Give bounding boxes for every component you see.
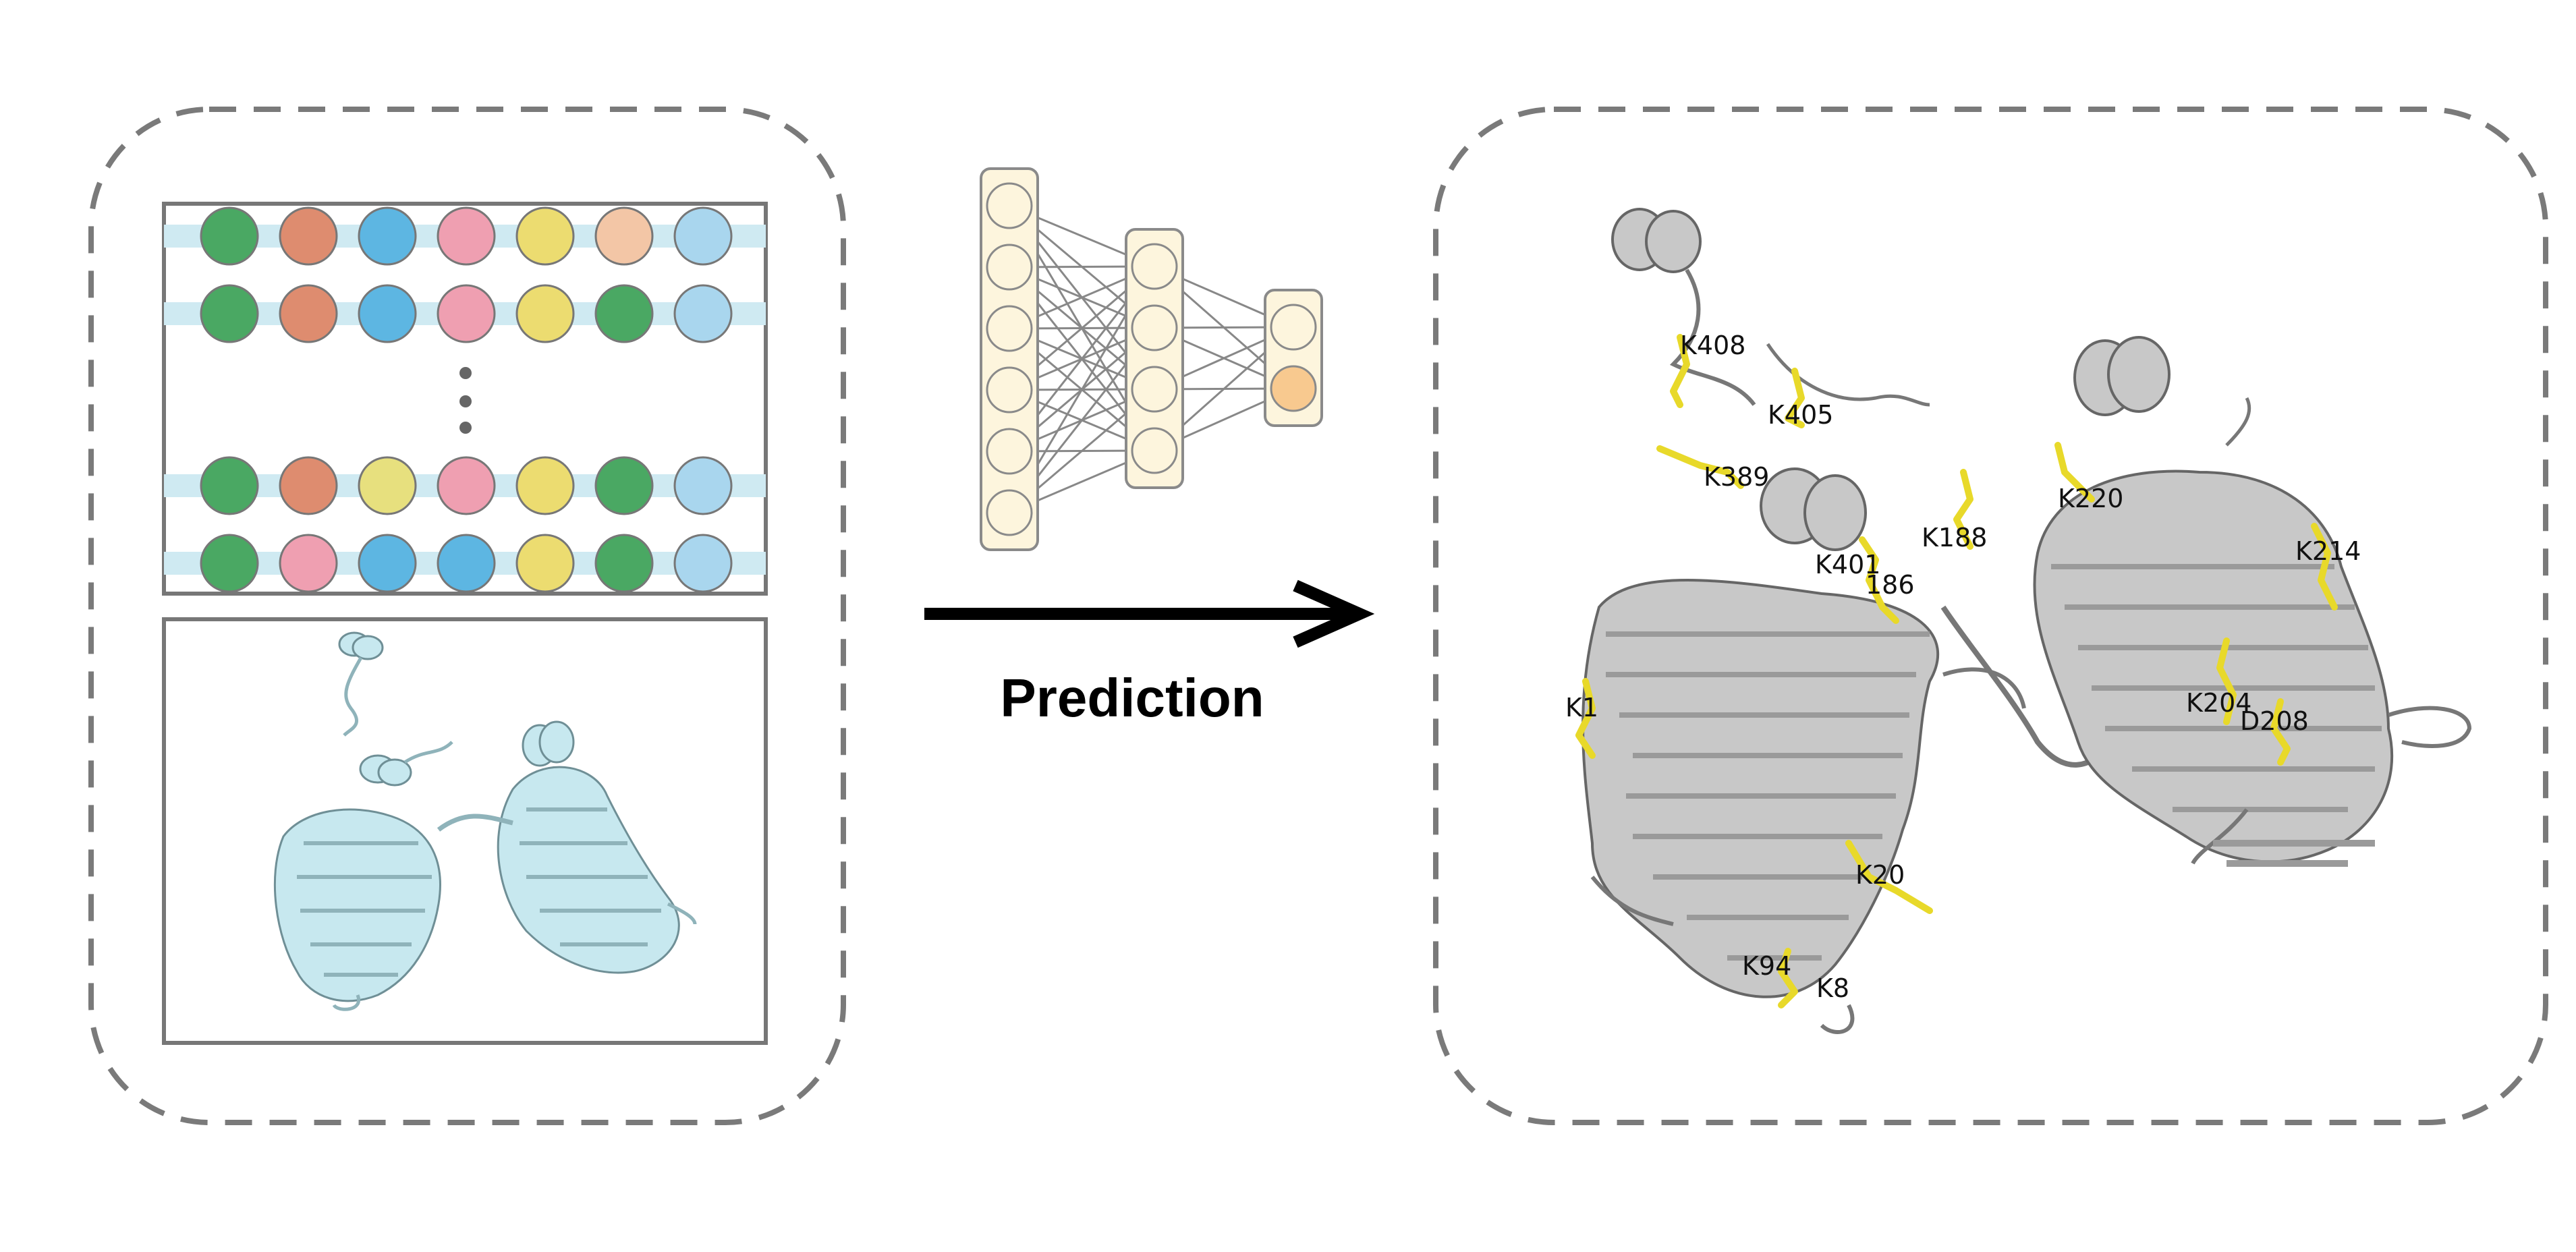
residue-feature-circle [200,206,259,266]
residue-feature-circle [437,206,496,266]
residue-feature-circle [515,534,575,593]
residue-feature-circle [279,456,338,515]
network-node [986,489,1033,536]
network-layer-box [1125,228,1184,489]
residue-feature-circle [594,456,654,515]
arrow-head [1293,579,1375,648]
residue-label: K405 [1768,400,1833,430]
input-panel-border [88,107,846,1125]
ellipsis-dot [459,367,472,379]
residue-feature-circle [279,284,338,343]
network-node [1131,366,1178,413]
network-node [1131,427,1178,474]
output-panel-border [1433,107,2548,1125]
residue-feature-circle [358,206,417,266]
residue-feature-circle [279,534,338,593]
sequence-rows [164,206,766,593]
residue-label: K188 [1922,523,1987,552]
sequence-row [164,206,766,266]
output-node [1270,365,1317,412]
residue-label: D208 [2240,706,2309,736]
residue-feature-circle [358,284,417,343]
residue-label: K1 [1565,693,1598,722]
residue-feature-circle [673,206,733,266]
network-node [986,305,1033,352]
network-node [986,182,1033,229]
residue-label: K20 [1855,860,1905,890]
sequence-features-box [162,202,768,596]
network-node [986,366,1033,414]
sequence-row [164,284,766,343]
residue-feature-circle [594,534,654,593]
residue-label: K220 [2058,484,2123,513]
residue-feature-circle [279,206,338,266]
network-node [1131,243,1178,290]
residue-feature-circle [437,284,496,343]
prediction-label: Prediction [1000,668,1264,728]
residue-feature-circle [673,534,733,593]
network-node [1270,304,1317,351]
residue-label: K204 [2186,688,2251,718]
residue-feature-circle [515,206,575,266]
output-panel: K408 K405 K389 K401 186 K188 K220 K214 K… [1433,107,2548,1125]
input-panel [88,107,846,1125]
sequence-row [164,534,766,593]
ellipsis-dots [459,367,472,434]
residue-feature-circle [200,534,259,593]
residue-feature-circle [673,456,733,515]
input-protein-structure-image [273,631,697,1011]
residue-feature-circle [515,456,575,515]
structure-box-frame [162,617,768,1045]
residue-feature-circle [515,284,575,343]
network-node [986,244,1033,291]
residue-label: K214 [2295,536,2361,566]
neural-network [980,167,1323,551]
ellipsis-dot [459,422,472,434]
residue-feature-circle [358,456,417,515]
input-structure-box [162,617,768,1045]
residue-feature-circle [594,206,654,266]
residue-feature-circle [437,534,496,593]
ellipsis-dot [459,395,472,407]
residue-label: K94 [1742,951,1791,981]
highlighted-residue-sidechains [1575,334,2338,1008]
output-protein-structure-image [1581,208,2472,1034]
network-node [986,428,1033,475]
residue-feature-circle [437,456,496,515]
prediction-arrow: Prediction [924,579,1375,728]
residue-label: K408 [1680,331,1745,360]
residue-labels: K408 K405 K389 K401 186 K188 K220 K214 K… [1565,331,2361,1003]
residue-label: K401 [1815,550,1880,579]
network-node [1131,304,1178,351]
network-layers [980,167,1323,551]
sequence-row [164,456,766,515]
residue-feature-circle [594,284,654,343]
residue-feature-circle [673,284,733,343]
residue-label: K389 [1704,462,1769,492]
residue-feature-circle [200,456,259,515]
residue-label: 186 [1866,570,1915,600]
residue-label: K8 [1816,973,1849,1003]
residue-feature-circle [200,284,259,343]
residue-feature-circle [358,534,417,593]
